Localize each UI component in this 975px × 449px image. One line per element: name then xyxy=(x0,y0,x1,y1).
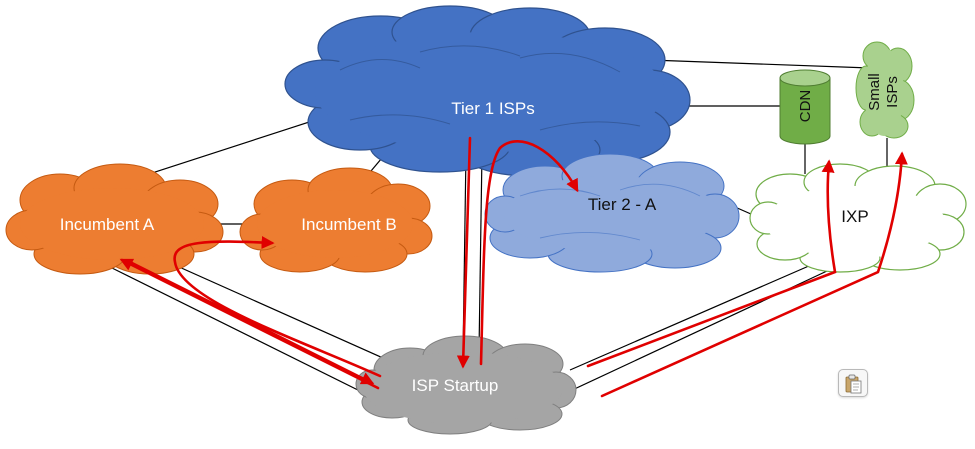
arrow-tier1-to-startup-1 xyxy=(456,136,472,369)
isp-startup-cloud[interactable]: ISP Startup xyxy=(355,335,577,435)
traffic-arrows xyxy=(119,136,908,398)
arrow-startup-to-cdn xyxy=(586,159,837,368)
clipboard-paste-icon xyxy=(845,374,862,394)
tier2-a-cloud[interactable]: Tier 2 - A xyxy=(484,153,740,273)
arrow-startup-to-small-isps xyxy=(600,151,908,398)
ixp-cloud[interactable]: IXP xyxy=(749,163,967,273)
tier1-isps-cloud[interactable]: Tier 1 ISPs xyxy=(284,5,691,177)
cdn-label: CDN xyxy=(797,90,814,123)
arrow-startup-to-incumbent-a-2 xyxy=(128,260,375,385)
arrow-startup-to-incumbent-a-1 xyxy=(119,258,380,390)
link-incumbent-a-startup-1 xyxy=(111,267,373,398)
link-ixp-startup-2 xyxy=(567,263,843,393)
incumbent-b-cloud[interactable]: Incumbent B xyxy=(239,167,433,273)
incumbent-b-label: Incumbent B xyxy=(301,215,396,234)
incumbent-a-cloud[interactable]: Incumbent A xyxy=(5,163,224,275)
arrow-incumbent-a-to-b xyxy=(173,236,382,378)
ixp-label: IXP xyxy=(841,207,868,226)
small-isps-label-line1: Small xyxy=(866,73,883,111)
paste-options-button[interactable] xyxy=(838,369,868,397)
small-isps-label-line2: ISPs xyxy=(884,76,901,108)
isp-startup-label: ISP Startup xyxy=(412,376,499,395)
small-isps-cloud[interactable]: Small ISPs xyxy=(855,41,915,139)
link-tier1-startup-2 xyxy=(478,151,483,353)
link-tier1-small-isps xyxy=(649,59,871,69)
link-ixp-startup-1 xyxy=(569,261,819,371)
cdn-cylinder[interactable]: CDN xyxy=(779,69,831,145)
tier1-isps-label: Tier 1 ISPs xyxy=(451,99,534,118)
arrow-tier1-to-tier2 xyxy=(479,140,579,366)
tier2-a-label: Tier 2 - A xyxy=(588,195,657,214)
link-incumbent-a-startup-2 xyxy=(149,253,393,363)
incumbent-a-label: Incumbent A xyxy=(60,215,155,234)
